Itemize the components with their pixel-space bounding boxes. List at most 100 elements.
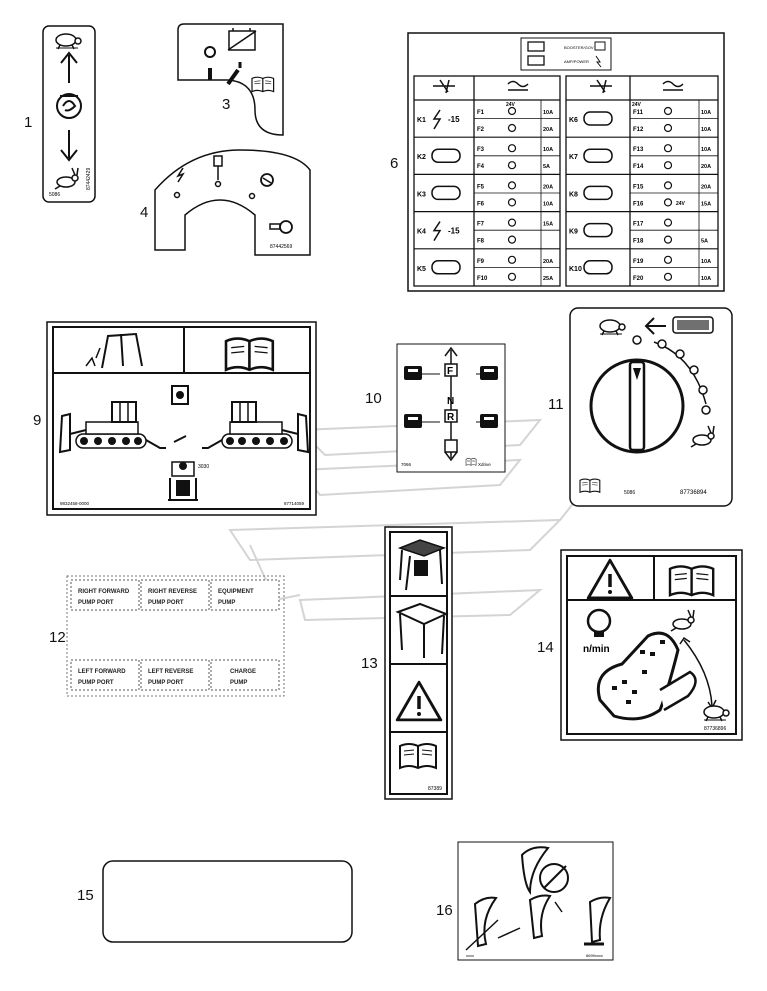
d12-cell-5-line-2: PUMP PORT [148, 680, 184, 686]
right-fuse-rating: 15A [701, 201, 711, 207]
right-fuse-label: F12 [633, 127, 644, 133]
relay-fifteen-label: -15 [448, 115, 460, 124]
decal-9-code-left: 9832458-0000 [60, 501, 90, 506]
right-relay-label: K7 [569, 154, 578, 161]
callout-9: 9 [33, 412, 42, 429]
right-fuse-label: F18 [633, 239, 644, 245]
fuse-function-icon [507, 272, 517, 281]
fuse-function-icon [507, 235, 517, 244]
decal-15-blank-plate [102, 860, 353, 943]
left-fuse-rating: 20A [543, 184, 553, 190]
left-fuse-rating: 20A [543, 127, 553, 133]
right-relay-label: K8 [569, 191, 578, 198]
fuse-function-icon [507, 144, 517, 153]
callout-4: 4 [140, 204, 149, 221]
fuse-function-icon [507, 181, 517, 190]
decal-11-code: 87736894 [680, 490, 707, 496]
left-relay-label: K3 [417, 191, 426, 198]
decal-10-book: Xdrive [478, 462, 491, 467]
decal-6-legend-top: BOOSTER/GOV [564, 45, 594, 50]
right-fuse-label: F13 [633, 147, 644, 153]
decal-10-letter-n: N [447, 396, 454, 407]
decal-9-tag: 3030 [198, 464, 209, 470]
d12-cell-6-line-2: PUMP [230, 680, 247, 686]
right-relay-label: K10 [569, 266, 582, 273]
right-fuse-label: F11 [633, 110, 644, 116]
decal-1-code: 87442429 [86, 168, 92, 190]
decal-12-pump-ports: RIGHT FORWARD PUMP PORT RIGHT REVERSE PU… [66, 575, 285, 697]
relay-fifteen-label: -15 [448, 227, 460, 236]
decal-1-speed: 5086 87442429 [42, 25, 96, 203]
right-fuse-rating: 5A [701, 239, 708, 245]
fuse-function-icon [663, 272, 673, 281]
fuse-function-icon [507, 123, 517, 133]
left-fuse-label: F4 [477, 164, 485, 170]
fuse-function-icon [507, 161, 517, 170]
decal-16-blade: xxxx 8699xxxx [457, 841, 614, 961]
callout-10: 10 [365, 390, 382, 407]
decal-1-small: 5086 [49, 192, 60, 198]
left-relay-label: K5 [417, 266, 426, 273]
decal-10-letter-f: F [447, 366, 453, 377]
decal-10-steering: F N R 7066 Xdrive [396, 343, 506, 473]
right-relay-symbol [583, 148, 613, 163]
d12-cell-4-line-2: PUMP PORT [78, 680, 114, 686]
right-relay-symbol [583, 185, 613, 201]
right-fuse-rating: 20A [701, 164, 711, 170]
left-fuse-rating: 10A [543, 147, 553, 153]
right-fuse-rating: 10A [701, 259, 711, 265]
fuse-function-icon [663, 144, 673, 153]
right-fuse-label: F20 [633, 276, 644, 282]
fuse-function-icon [663, 255, 673, 264]
fuse-function-icon [663, 106, 673, 116]
decal-14-rpm-unit: n/min [583, 644, 610, 655]
left-relay-symbol [431, 185, 461, 201]
left-fuse-label: F7 [477, 222, 485, 228]
fuse-function-icon [507, 255, 517, 264]
left-relay-symbol [431, 260, 461, 275]
left-fuse-label: F1 [477, 110, 485, 116]
left-fuse-label: F8 [477, 239, 485, 245]
d12-cell-2-line-1: RIGHT REVERSE [148, 589, 197, 595]
volt-tag: 24V [632, 102, 642, 108]
decal-4-code: 87442569 [270, 244, 292, 250]
callout-12: 12 [49, 629, 66, 646]
d12-cell-4-line-1: LEFT FORWARD [78, 669, 126, 675]
decal-11-small: 5086 [624, 490, 635, 496]
d12-cell-5-line-1: LEFT REVERSE [148, 669, 193, 675]
d12-cell-3-line-1: EQUIPMENT [218, 589, 254, 595]
fuse-function-icon [663, 161, 673, 170]
fuse-function-icon [663, 235, 673, 244]
decal-9-dozer: 3030 9832458-0000 87714059 [46, 321, 317, 516]
left-fuse-rating: 20A [543, 259, 553, 265]
left-fuse-label: F2 [477, 127, 485, 133]
right-fuse-label: F14 [633, 164, 644, 170]
d12-cell-3-line-2: PUMP [218, 600, 235, 606]
decal-6-legend-bottom: AMP/POWER [564, 59, 589, 64]
left-relay-symbol [431, 148, 461, 163]
right-fuse-label: F17 [633, 222, 644, 228]
right-fuse-rating: 20A [701, 184, 711, 190]
fuse-function-icon [663, 181, 673, 190]
decal-10-letter-r: R [447, 412, 455, 423]
decal-10-code: 7066 [401, 462, 412, 467]
right-relay-symbol [583, 222, 613, 238]
right-fuse-rating: 10A [701, 127, 711, 133]
callout-1: 1 [24, 114, 33, 131]
left-fuse-label: F3 [477, 147, 485, 153]
fuse-function-icon [663, 123, 673, 133]
right-relay-symbol [583, 111, 613, 126]
left-fuse-rating: 15A [543, 222, 553, 228]
decal-14-rpm: n/min 87736896 [560, 549, 743, 741]
decal-4-keyswitch: 87442569 [154, 149, 311, 256]
left-relay-label: K2 [417, 154, 426, 161]
right-relay-label: K6 [569, 117, 578, 124]
callout-14: 14 [537, 639, 554, 656]
right-fuse-rating: 10A [701, 110, 711, 116]
fuse-function-icon [507, 106, 517, 116]
fuse-function-icon [507, 198, 517, 207]
fuse-function-icon [507, 218, 517, 227]
d12-cell-1-line-1: RIGHT FORWARD [78, 589, 130, 595]
